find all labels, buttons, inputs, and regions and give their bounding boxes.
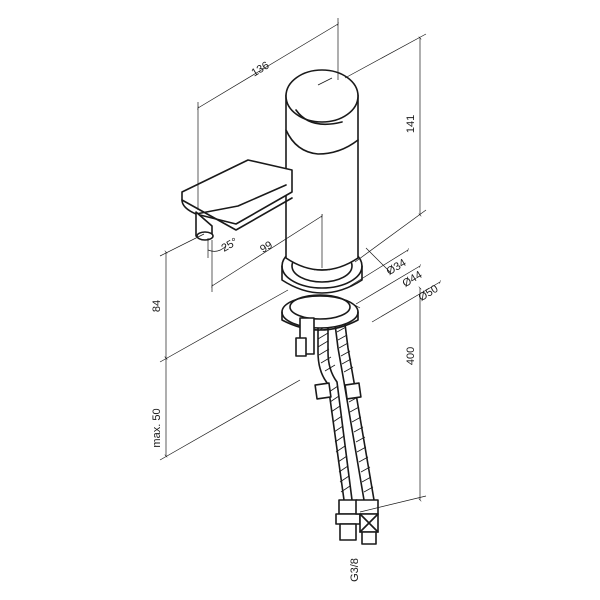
- label-hose-thread: G3/8: [349, 558, 361, 582]
- label-body-height: 84: [151, 300, 163, 312]
- label-spout-reach: 99: [258, 239, 275, 256]
- faucet-body: [181, 69, 379, 545]
- lever-handle: [285, 69, 359, 155]
- label-hose-length: 400: [405, 347, 417, 365]
- spout: [181, 159, 293, 241]
- label-diameter-44: Ø44: [400, 269, 424, 290]
- label-spout-angle: 25°: [220, 236, 240, 255]
- label-overall-height: 141: [405, 115, 417, 133]
- mounting-assembly: [281, 294, 359, 357]
- label-overall-depth: 136: [249, 60, 271, 80]
- label-max-deck-thickness: max. 50: [151, 408, 163, 447]
- hose-fittings: [335, 499, 379, 545]
- label-diameter-50: Ø50: [416, 283, 440, 304]
- dimension-lines: [159, 18, 441, 513]
- supply-hoses: [314, 299, 379, 545]
